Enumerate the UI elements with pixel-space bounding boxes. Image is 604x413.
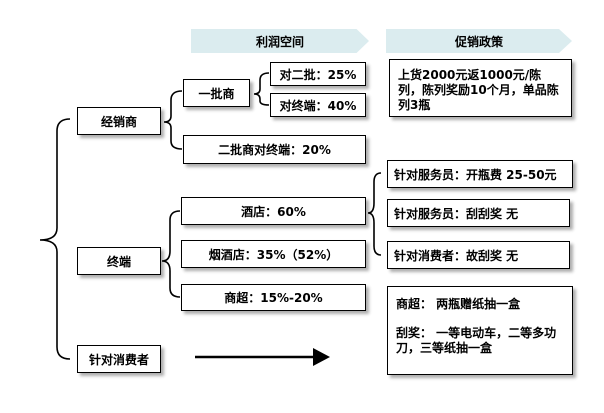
consumer-promotion-box: 商超： 两瓶赠纸抽一盒 刮奖： 一等电动车，二等多功刀，三等纸抽一盒 [387, 286, 573, 375]
policy-brace [367, 172, 382, 256]
profit-space-label: 利润空间 [255, 34, 304, 49]
terminal-brace [161, 210, 181, 298]
to-terminal-box: 对终端：40% [270, 93, 366, 117]
first-wholesaler-box: 一批商 [183, 79, 250, 107]
tobacco-shop-box: 烟酒店：35%（52%） [181, 240, 366, 268]
arrow-head-icon [313, 348, 330, 366]
distributor-policy-box: 上货2000元返1000元/陈列，陈列奖励10个月，单品陈列3瓶 [389, 59, 572, 117]
distributor-policy-text: 上货2000元返1000元/陈列，陈列奖励10个月，单品陈列3瓶 [398, 68, 559, 112]
profit-space-banner: 利润空间 [191, 29, 369, 53]
distributor-box: 经销商 [77, 107, 161, 135]
promotion-policy-banner: 促销政策 [386, 29, 572, 53]
supermarket-box: 商超：15%-20% [181, 284, 366, 311]
wholesaler-brace [253, 72, 270, 106]
promotion-policy-label: 促销政策 [454, 34, 503, 49]
distributor-brace [163, 90, 183, 150]
consumer-scratch-box: 针对消费者：故刮奖 无 [387, 241, 570, 269]
hotel-box: 酒店：60% [181, 197, 366, 225]
main-brace [39, 118, 71, 360]
waiter-scratch-box: 针对服务员：刮刮奖 无 [387, 199, 570, 227]
terminal-box: 终端 [77, 247, 161, 275]
consumer-supermarket-text: 商超： 两瓶赠纸抽一盒 [396, 297, 521, 311]
waiter-open-fee-box: 针对服务员：开瓶费 25-50元 [387, 160, 573, 188]
to-second-wholesaler-box: 对二批：25% [270, 62, 366, 86]
consumer-scratch-prize-text: 刮奖： 一等电动车，二等多功刀，三等纸抽一盒 [396, 326, 557, 355]
consumer-box: 针对消费者 [77, 345, 161, 373]
second-wholesaler-terminal-box: 二批商对终端：20% [183, 135, 366, 164]
